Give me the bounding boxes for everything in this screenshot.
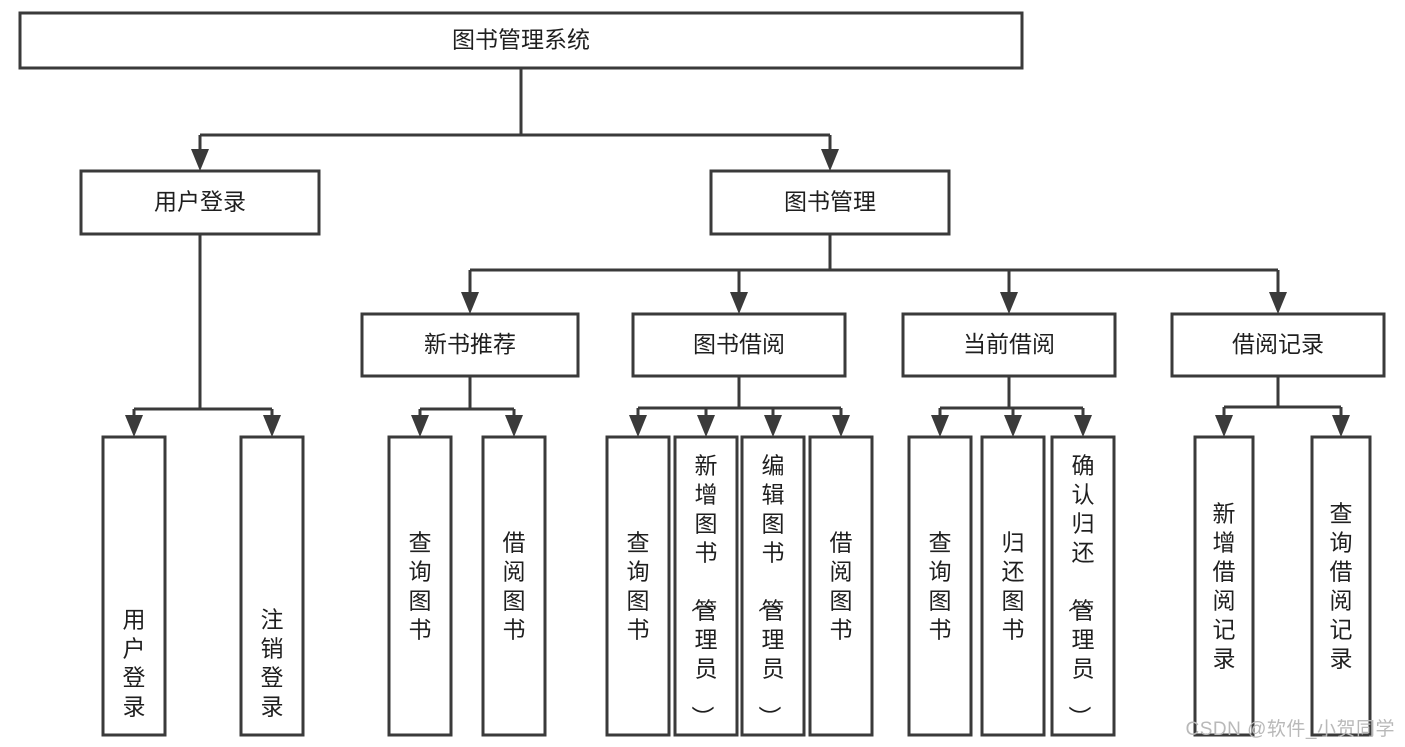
node-box: [18, 11, 1024, 70]
node-leaf-add-record[interactable]: 新增借阅记录: [1193, 435, 1255, 737]
node-user-login[interactable]: 用户登录: [79, 169, 321, 236]
node-root[interactable]: 图书管理系统: [18, 11, 1024, 70]
node-box: [907, 435, 973, 737]
node-label: 新增借阅记录: [1213, 501, 1236, 672]
node-label: 借阅记录: [1232, 331, 1324, 357]
arrow-head-icon: [191, 149, 209, 171]
node-box: [101, 435, 167, 737]
node-box: [360, 312, 580, 378]
node-label: 编辑图书（管理员）: [757, 453, 785, 729]
node-box: [673, 435, 739, 737]
arrow-head-icon: [1004, 415, 1022, 437]
node-box: [1050, 435, 1116, 737]
node-label: 新增图书（管理员）: [690, 453, 718, 729]
node-box: [631, 312, 847, 378]
node-box: [79, 169, 321, 236]
node-borrow-record[interactable]: 借阅记录: [1170, 312, 1386, 378]
arrow-head-icon: [1000, 292, 1018, 314]
arrow-head-icon: [1332, 415, 1350, 437]
node-leaf-query-book-2[interactable]: 查询图书: [605, 435, 671, 737]
node-box: [481, 435, 547, 737]
node-box: [808, 435, 874, 737]
node-box: [239, 435, 305, 737]
node-leaf-edit-book[interactable]: 编辑图书（管理员）: [740, 435, 806, 737]
connector-layer: [125, 68, 1350, 437]
node-label: 图书管理系统: [452, 27, 590, 53]
node-label: 查询图书: [929, 530, 952, 643]
node-box: [901, 312, 1117, 378]
node-box: [1193, 435, 1255, 737]
node-leaf-borrow-book-1[interactable]: 借阅图书: [481, 435, 547, 737]
node-leaf-add-book[interactable]: 新增图书（管理员）: [673, 435, 739, 737]
node-label: 确认归还（管理员）: [1067, 453, 1095, 729]
node-leaf-query-book-1[interactable]: 查询图书: [387, 435, 453, 737]
arrow-head-icon: [1269, 292, 1287, 314]
node-label: 查询图书: [627, 530, 650, 643]
node-box: [1310, 435, 1372, 737]
node-box: [709, 169, 951, 236]
node-layer: 图书管理系统用户登录图书管理新书推荐图书借阅当前借阅借阅记录用户登录注销登录查询…: [18, 11, 1386, 737]
node-book-manage[interactable]: 图书管理: [709, 169, 951, 236]
node-leaf-confirm-return[interactable]: 确认归还（管理员）: [1050, 435, 1116, 737]
arrow-head-icon: [263, 415, 281, 437]
node-box: [1170, 312, 1386, 378]
arrow-head-icon: [931, 415, 949, 437]
arrow-head-icon: [411, 415, 429, 437]
arrow-head-icon: [730, 292, 748, 314]
arrow-head-icon: [697, 415, 715, 437]
node-box: [980, 435, 1046, 737]
arrow-head-icon: [764, 415, 782, 437]
node-box: [605, 435, 671, 737]
node-leaf-query-record[interactable]: 查询借阅记录: [1310, 435, 1372, 737]
node-label: 图书管理: [784, 189, 876, 215]
node-label: 归还图书: [1002, 530, 1025, 643]
node-leaf-logout[interactable]: 注销登录: [239, 435, 305, 737]
arrow-head-icon: [125, 415, 143, 437]
node-label: 用户登录: [123, 607, 146, 720]
arrow-head-icon: [505, 415, 523, 437]
node-label: 借阅图书: [503, 530, 526, 643]
node-label: 图书借阅: [693, 331, 785, 357]
node-current-borrow[interactable]: 当前借阅: [901, 312, 1117, 378]
node-label: 用户登录: [154, 189, 246, 215]
node-label: 查询借阅记录: [1330, 501, 1353, 672]
arrow-head-icon: [1215, 415, 1233, 437]
node-book-borrow[interactable]: 图书借阅: [631, 312, 847, 378]
node-label: 当前借阅: [963, 331, 1055, 357]
node-box: [387, 435, 453, 737]
arrow-head-icon: [821, 149, 839, 171]
node-leaf-borrow-book-2[interactable]: 借阅图书: [808, 435, 874, 737]
node-leaf-query-book-3[interactable]: 查询图书: [907, 435, 973, 737]
arrow-head-icon: [1074, 415, 1092, 437]
node-new-book-rec[interactable]: 新书推荐: [360, 312, 580, 378]
node-label: 新书推荐: [424, 331, 516, 357]
arrow-head-icon: [629, 415, 647, 437]
arrow-head-icon: [461, 292, 479, 314]
watermark-label: CSDN @软件_小贺同学: [1185, 719, 1395, 740]
node-label: 查询图书: [409, 530, 432, 643]
node-label: 注销登录: [261, 607, 284, 720]
node-box: [740, 435, 806, 737]
node-label: 借阅图书: [830, 530, 853, 643]
node-leaf-return-book[interactable]: 归还图书: [980, 435, 1046, 737]
arrow-head-icon: [832, 415, 850, 437]
node-leaf-user-login[interactable]: 用户登录: [101, 435, 167, 737]
